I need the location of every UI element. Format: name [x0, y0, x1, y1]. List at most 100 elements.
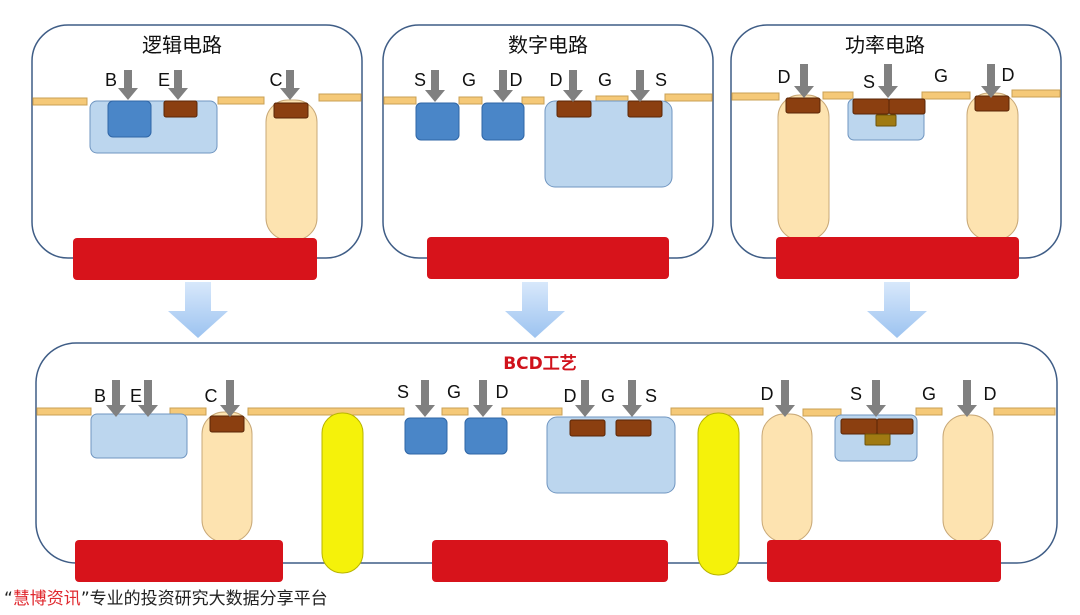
collector-contact: [209, 415, 245, 433]
buried-layer: [767, 540, 1001, 582]
buried-layer: [75, 540, 283, 582]
terminal-label: G: [598, 70, 612, 90]
buried-layer: [427, 237, 669, 279]
metal-strip: [217, 96, 265, 105]
terminal-label: D: [1002, 65, 1015, 85]
probe-arrow-icon: [794, 64, 814, 98]
probe-arrow-icon: [957, 380, 977, 417]
collector-sinker: [265, 99, 318, 241]
footer-caption: “慧博资讯”专业的投资研究大数据分享平台: [4, 584, 328, 609]
metal-strip: [1011, 89, 1061, 98]
terminal-label: S: [414, 70, 426, 90]
panel-title: BCD工艺: [503, 353, 577, 374]
down-arrow-icon: [867, 282, 927, 338]
panel-title: 逻辑电路: [142, 33, 222, 57]
metal-strip: [383, 96, 417, 105]
source-contact: [615, 419, 652, 437]
buried-layer: [776, 237, 1019, 279]
p-well: [546, 416, 676, 494]
probe-arrow-icon: [575, 380, 595, 417]
body-contact: [864, 433, 891, 446]
probe-arrow-icon: [425, 70, 445, 102]
flow-arrows: [168, 282, 927, 338]
body-contact: [875, 114, 897, 127]
source-contact: [404, 417, 448, 455]
source-contact: [876, 418, 914, 435]
metal-strip: [915, 407, 943, 416]
isolation-column: [321, 412, 364, 574]
drain-contact: [556, 100, 592, 118]
terminal-label: E: [158, 70, 170, 90]
terminal-label: C: [270, 70, 283, 90]
isolation-column: [697, 412, 740, 576]
metal-strip: [247, 407, 405, 416]
metal-strip: [32, 97, 88, 106]
terminal-label: D: [496, 382, 509, 402]
probe-arrow-icon: [981, 64, 1001, 98]
tagline: 专业的投资研究大数据分享平台: [89, 589, 328, 609]
metal-strip: [521, 96, 545, 105]
drain-contact: [464, 417, 508, 455]
probe-arrow-icon: [168, 70, 188, 100]
terminal-label: E: [130, 386, 142, 406]
probe-arrow-icon: [775, 380, 795, 417]
terminal-label: B: [94, 386, 106, 406]
metal-strip: [664, 93, 713, 102]
metal-strip: [169, 407, 207, 416]
panel-title: 功率电路: [845, 33, 925, 57]
drain-contact: [785, 97, 821, 114]
probe-arrow-icon: [138, 380, 158, 417]
down-arrow-icon: [168, 282, 228, 338]
emitter-contact: [163, 100, 198, 118]
metal-strip: [993, 407, 1056, 416]
probe-arrow-icon: [630, 70, 650, 102]
metal-strip: [822, 91, 854, 100]
terminal-label: S: [850, 384, 862, 404]
terminal-label: D: [564, 386, 577, 406]
probe-arrow-icon: [878, 64, 898, 98]
drain-sinker: [761, 413, 813, 543]
drain-contact: [974, 95, 1010, 112]
power-circuit-panel: 功率电路 D S G D: [730, 24, 1062, 279]
terminal-label: D: [984, 384, 997, 404]
drain-contact: [569, 419, 606, 437]
metal-strip: [731, 92, 780, 101]
terminal-label: B: [105, 70, 117, 90]
brand-name: 慧博资讯: [12, 589, 81, 609]
close-quote: ”: [80, 589, 90, 609]
drain-sinker: [777, 94, 830, 241]
p-well: [544, 100, 673, 188]
metal-strip: [458, 96, 483, 105]
buried-layer: [73, 238, 317, 280]
metal-strip: [802, 408, 842, 417]
metal-strip: [501, 407, 563, 416]
base-contact: [107, 100, 152, 138]
metal-strip: [318, 93, 362, 102]
metal-strip: [36, 407, 92, 416]
source-contact: [415, 102, 460, 141]
terminal-label: S: [645, 386, 657, 406]
probe-arrow-icon: [280, 70, 300, 100]
probe-arrow-icon: [493, 70, 513, 102]
probe-arrow-icon: [118, 70, 138, 100]
down-arrow-icon: [505, 282, 565, 338]
open-quote: “: [4, 589, 13, 609]
terminal-label: S: [863, 72, 875, 92]
terminal-label: G: [934, 66, 948, 86]
drain-sinker: [942, 414, 994, 543]
terminal-label: G: [922, 384, 936, 404]
terminal-label: S: [655, 70, 667, 90]
source-contact: [888, 98, 926, 115]
terminal-label: C: [205, 386, 218, 406]
probe-arrow-icon: [866, 380, 886, 417]
terminal-label: G: [462, 70, 476, 90]
terminal-label: D: [510, 70, 523, 90]
digital-circuit-panel: 数字电路 S G D D G S: [382, 24, 714, 279]
terminal-label: D: [778, 67, 791, 87]
metal-strip: [441, 407, 469, 416]
panel-title: 数字电路: [508, 33, 588, 57]
drain-sinker: [966, 92, 1019, 241]
probe-arrow-icon: [415, 380, 435, 417]
source-contact: [840, 418, 878, 435]
